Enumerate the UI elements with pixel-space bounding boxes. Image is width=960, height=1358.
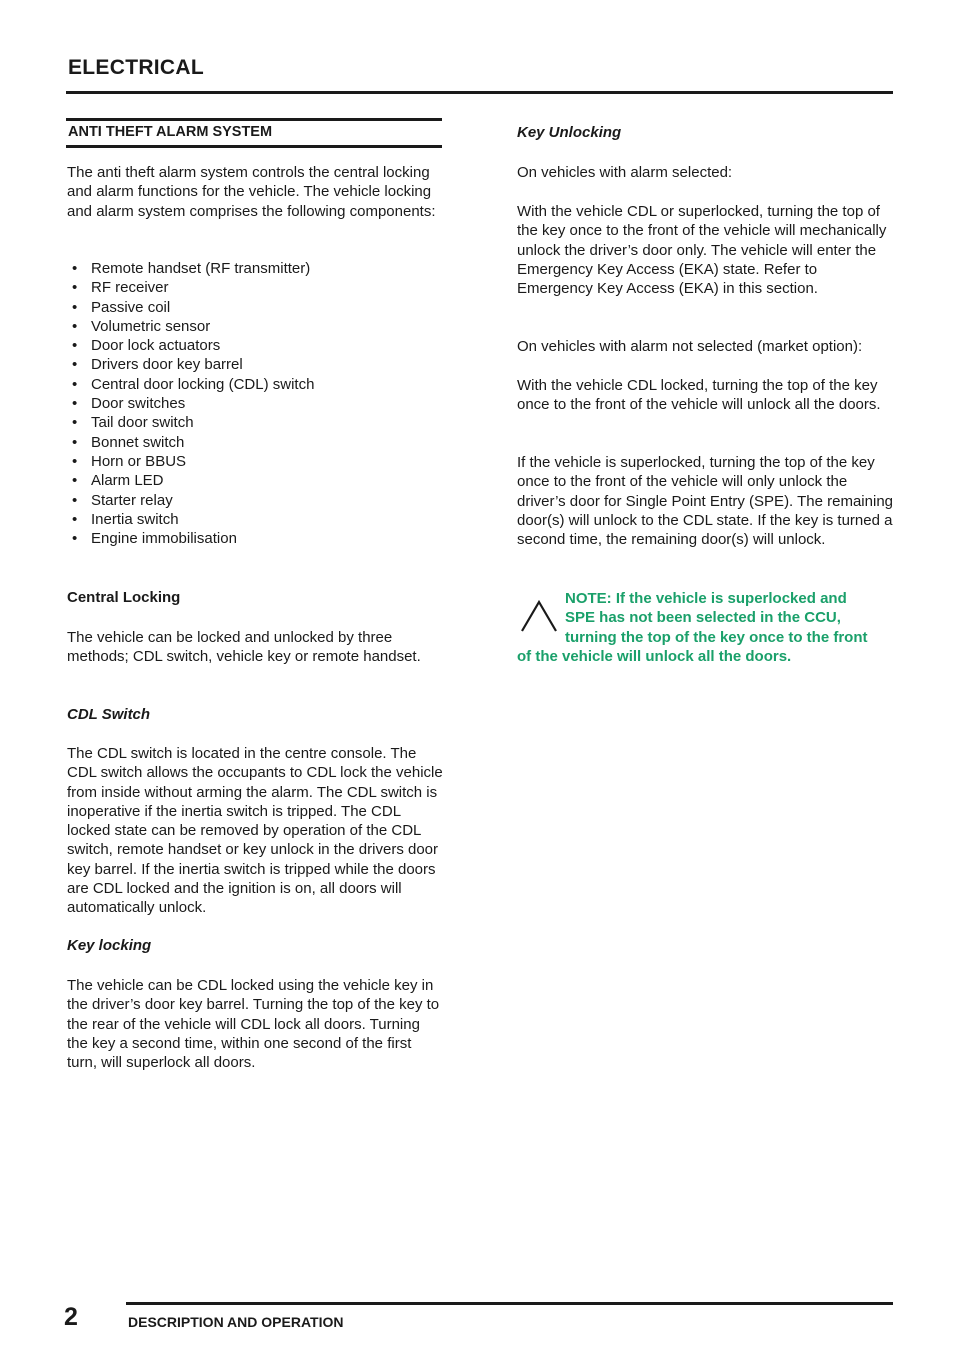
- central-locking-paragraph: The vehicle can be locked and unlocked b…: [67, 629, 421, 666]
- components-list: •Remote handset (RF transmitter) •RF rec…: [67, 259, 314, 548]
- note-line-4: of the vehicle will unlock all the doors…: [517, 647, 792, 665]
- list-item: •Door switches: [72, 395, 186, 413]
- list-item: •Engine immobilisation: [72, 530, 237, 548]
- list-item: •Inertia switch: [72, 510, 179, 528]
- section-title: ANTI THEFT ALARM SYSTEM: [68, 124, 273, 140]
- alarm-not-selected-label: On vehicles with alarm not selected (mar…: [517, 338, 863, 355]
- list-item: •Alarm LED: [72, 472, 164, 490]
- cdl-switch-paragraph: The CDL switch is located in the centre …: [67, 745, 443, 917]
- intro-paragraph: The anti theft alarm system controls the…: [67, 164, 436, 220]
- list-item: •Volumetric sensor: [72, 317, 211, 335]
- footer-section-label: DESCRIPTION AND OPERATION: [128, 1314, 344, 1330]
- page-number: 2: [64, 1303, 78, 1331]
- note-line-1: NOTE: If the vehicle is superlocked and: [565, 590, 847, 607]
- key-unlocking-heading: Key Unlocking: [517, 124, 622, 141]
- list-item: •RF receiver: [72, 279, 169, 297]
- alarm-selected-label: On vehicles with alarm selected:: [517, 164, 733, 181]
- list-item: •Door lock actuators: [72, 337, 221, 355]
- key-locking-heading: Key locking: [67, 937, 152, 954]
- superlocked-paragraph: If the vehicle is superlocked, turning t…: [517, 454, 894, 549]
- note-line-3: turning the top of the key once to the f…: [565, 628, 868, 646]
- alarm-not-selected-paragraph: With the vehicle CDL locked, turning the…: [517, 377, 881, 414]
- list-item: •Remote handset (RF transmitter): [72, 260, 311, 277]
- list-item: •Horn or BBUS: [72, 452, 187, 470]
- section-title-box: [66, 118, 442, 148]
- list-item: •Tail door switch: [72, 414, 194, 432]
- central-locking-heading: Central Locking: [67, 589, 181, 606]
- key-locking-paragraph: The vehicle can be CDL locked using the …: [67, 977, 440, 1072]
- list-item: •Drivers door key barrel: [72, 356, 243, 374]
- list-item: •Passive coil: [72, 298, 171, 316]
- note-triangle-icon: [521, 599, 557, 632]
- list-item: •Starter relay: [72, 491, 173, 509]
- list-item: •Central door locking (CDL) switch: [72, 375, 315, 393]
- header-rule: [66, 91, 893, 94]
- list-item: •Bonnet switch: [72, 433, 185, 451]
- alarm-selected-paragraph: With the vehicle CDL or superlocked, tur…: [517, 203, 887, 298]
- footer-rule: [126, 1302, 893, 1305]
- note-line-2: SPE has not been selected in the CCU,: [565, 609, 841, 627]
- cdl-switch-heading: CDL Switch: [67, 706, 151, 723]
- note-text: NOTE: If the vehicle is superlocked and …: [517, 589, 895, 666]
- page-header-title: ELECTRICAL: [68, 56, 204, 79]
